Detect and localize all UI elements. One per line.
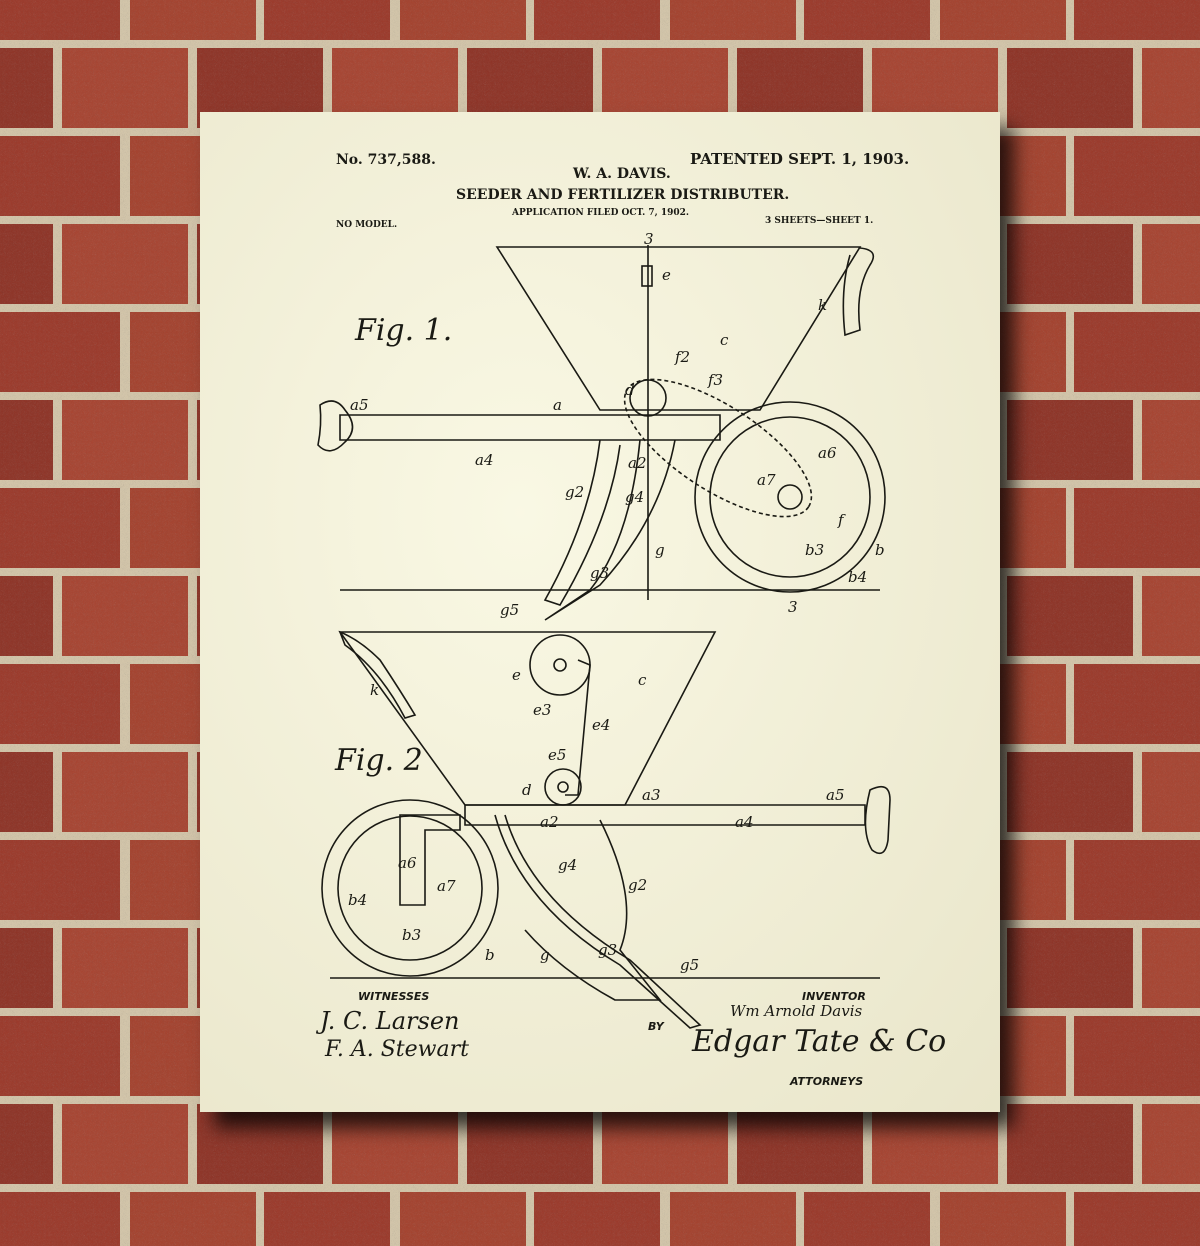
drawing-label: b (875, 541, 885, 559)
drawing-label: e (512, 666, 521, 684)
drawing-label: g2 (628, 876, 647, 894)
fig2-shovel (494, 814, 702, 1029)
no-model: NO MODEL. (336, 220, 398, 230)
drawing-label: g3 (598, 941, 617, 959)
drawing-label: k (818, 296, 827, 314)
drawing-label: g4 (558, 856, 577, 874)
drawing-label: g (655, 541, 665, 559)
drawing-label: g2 (565, 483, 584, 501)
patent-drawing: Fig. 1. Fig. 2 3 3 e c f2 f3 d a a5 a4 a… (317, 230, 891, 1029)
drawing-label: c (720, 331, 729, 349)
drawing-label: Fig. 2 (334, 743, 423, 778)
patent-date: PATENTED SEPT. 1, 1903. (690, 150, 910, 168)
drawing-label: b4 (348, 891, 367, 909)
drawing-label: f3 (707, 371, 723, 389)
fig1-hopper (495, 246, 862, 411)
drawing-label: b3 (402, 926, 421, 944)
drawing-label: a7 (757, 471, 776, 489)
drawing-label: a5 (826, 786, 845, 804)
drawing-label: g5 (680, 956, 699, 974)
drawing-label: a5 (350, 396, 369, 414)
drawing-label: a2 (628, 454, 647, 472)
drawing-label: a4 (475, 451, 494, 469)
drawing-label: g5 (500, 601, 519, 619)
fig2-handle-bar (464, 804, 866, 826)
witness-signature-1: J. C. Larsen (320, 1007, 460, 1035)
fig1-chain (623, 378, 813, 518)
drawing-label: d (625, 381, 635, 399)
fig1-handle-bar (339, 414, 721, 441)
fig2-hopper (338, 631, 717, 806)
drawing-label: d (522, 781, 532, 799)
by-label: BY (648, 1020, 664, 1033)
fig1-wheel-outer (694, 401, 886, 593)
drawing-label: a2 (540, 813, 559, 831)
drawing-label: g (540, 946, 550, 964)
drawing-label: g4 (625, 488, 644, 506)
drawing-label: Fig. 1. (354, 313, 452, 348)
drawing-label: a (553, 396, 562, 414)
patent-poster: No. 737,588. PATENTED SEPT. 1, 1903. W. … (200, 112, 1000, 1112)
drawing-label: a6 (398, 854, 417, 872)
application-date: APPLICATION FILED OCT. 7, 1902. (512, 208, 690, 218)
fig2-wheel-outer (321, 799, 499, 977)
attorney-signature: Edgar Tate & Co (692, 1024, 947, 1059)
inventor-label: INVENTOR (802, 990, 866, 1003)
figure-1 (317, 245, 886, 621)
drawing-label: b3 (805, 541, 824, 559)
figure-2 (321, 630, 891, 1029)
paper-texture (200, 112, 1000, 1112)
witnesses-label: WITNESSES (358, 990, 430, 1003)
drawing-label: a3 (642, 786, 661, 804)
drawing-label: c (638, 671, 647, 689)
drawing-label: e3 (533, 701, 551, 719)
drawing-label: e (662, 266, 671, 284)
drawing-label: 3 (788, 598, 798, 616)
sheet-count: 3 SHEETS—SHEET 1. (765, 216, 874, 226)
patent-number: No. 737,588. (336, 152, 436, 168)
drawing-label: b (485, 946, 495, 964)
drawing-label: a6 (818, 444, 837, 462)
drawing-label: g3 (590, 564, 609, 582)
drawing-label: k (370, 681, 379, 699)
drawing-label: f (837, 511, 846, 529)
drawing-label: f2 (674, 348, 690, 366)
inventor-signature: Wm Arnold Davis (730, 1002, 863, 1020)
drawing-label: a7 (437, 877, 456, 895)
fig1-shovel (543, 439, 621, 606)
drawing-label: a4 (735, 813, 754, 831)
drawing-label: e5 (548, 746, 566, 764)
patent-title: SEEDER AND FERTILIZER DISTRIBUTER. (456, 187, 790, 203)
attorneys-label: ATTORNEYS (790, 1075, 864, 1088)
drawing-label: e4 (592, 716, 610, 734)
witness-signature-2: F. A. Stewart (325, 1037, 469, 1062)
drawing-label: b4 (848, 568, 867, 586)
drawing-label: 3 (644, 230, 654, 248)
inventor-name: W. A. DAVIS. (573, 166, 671, 182)
